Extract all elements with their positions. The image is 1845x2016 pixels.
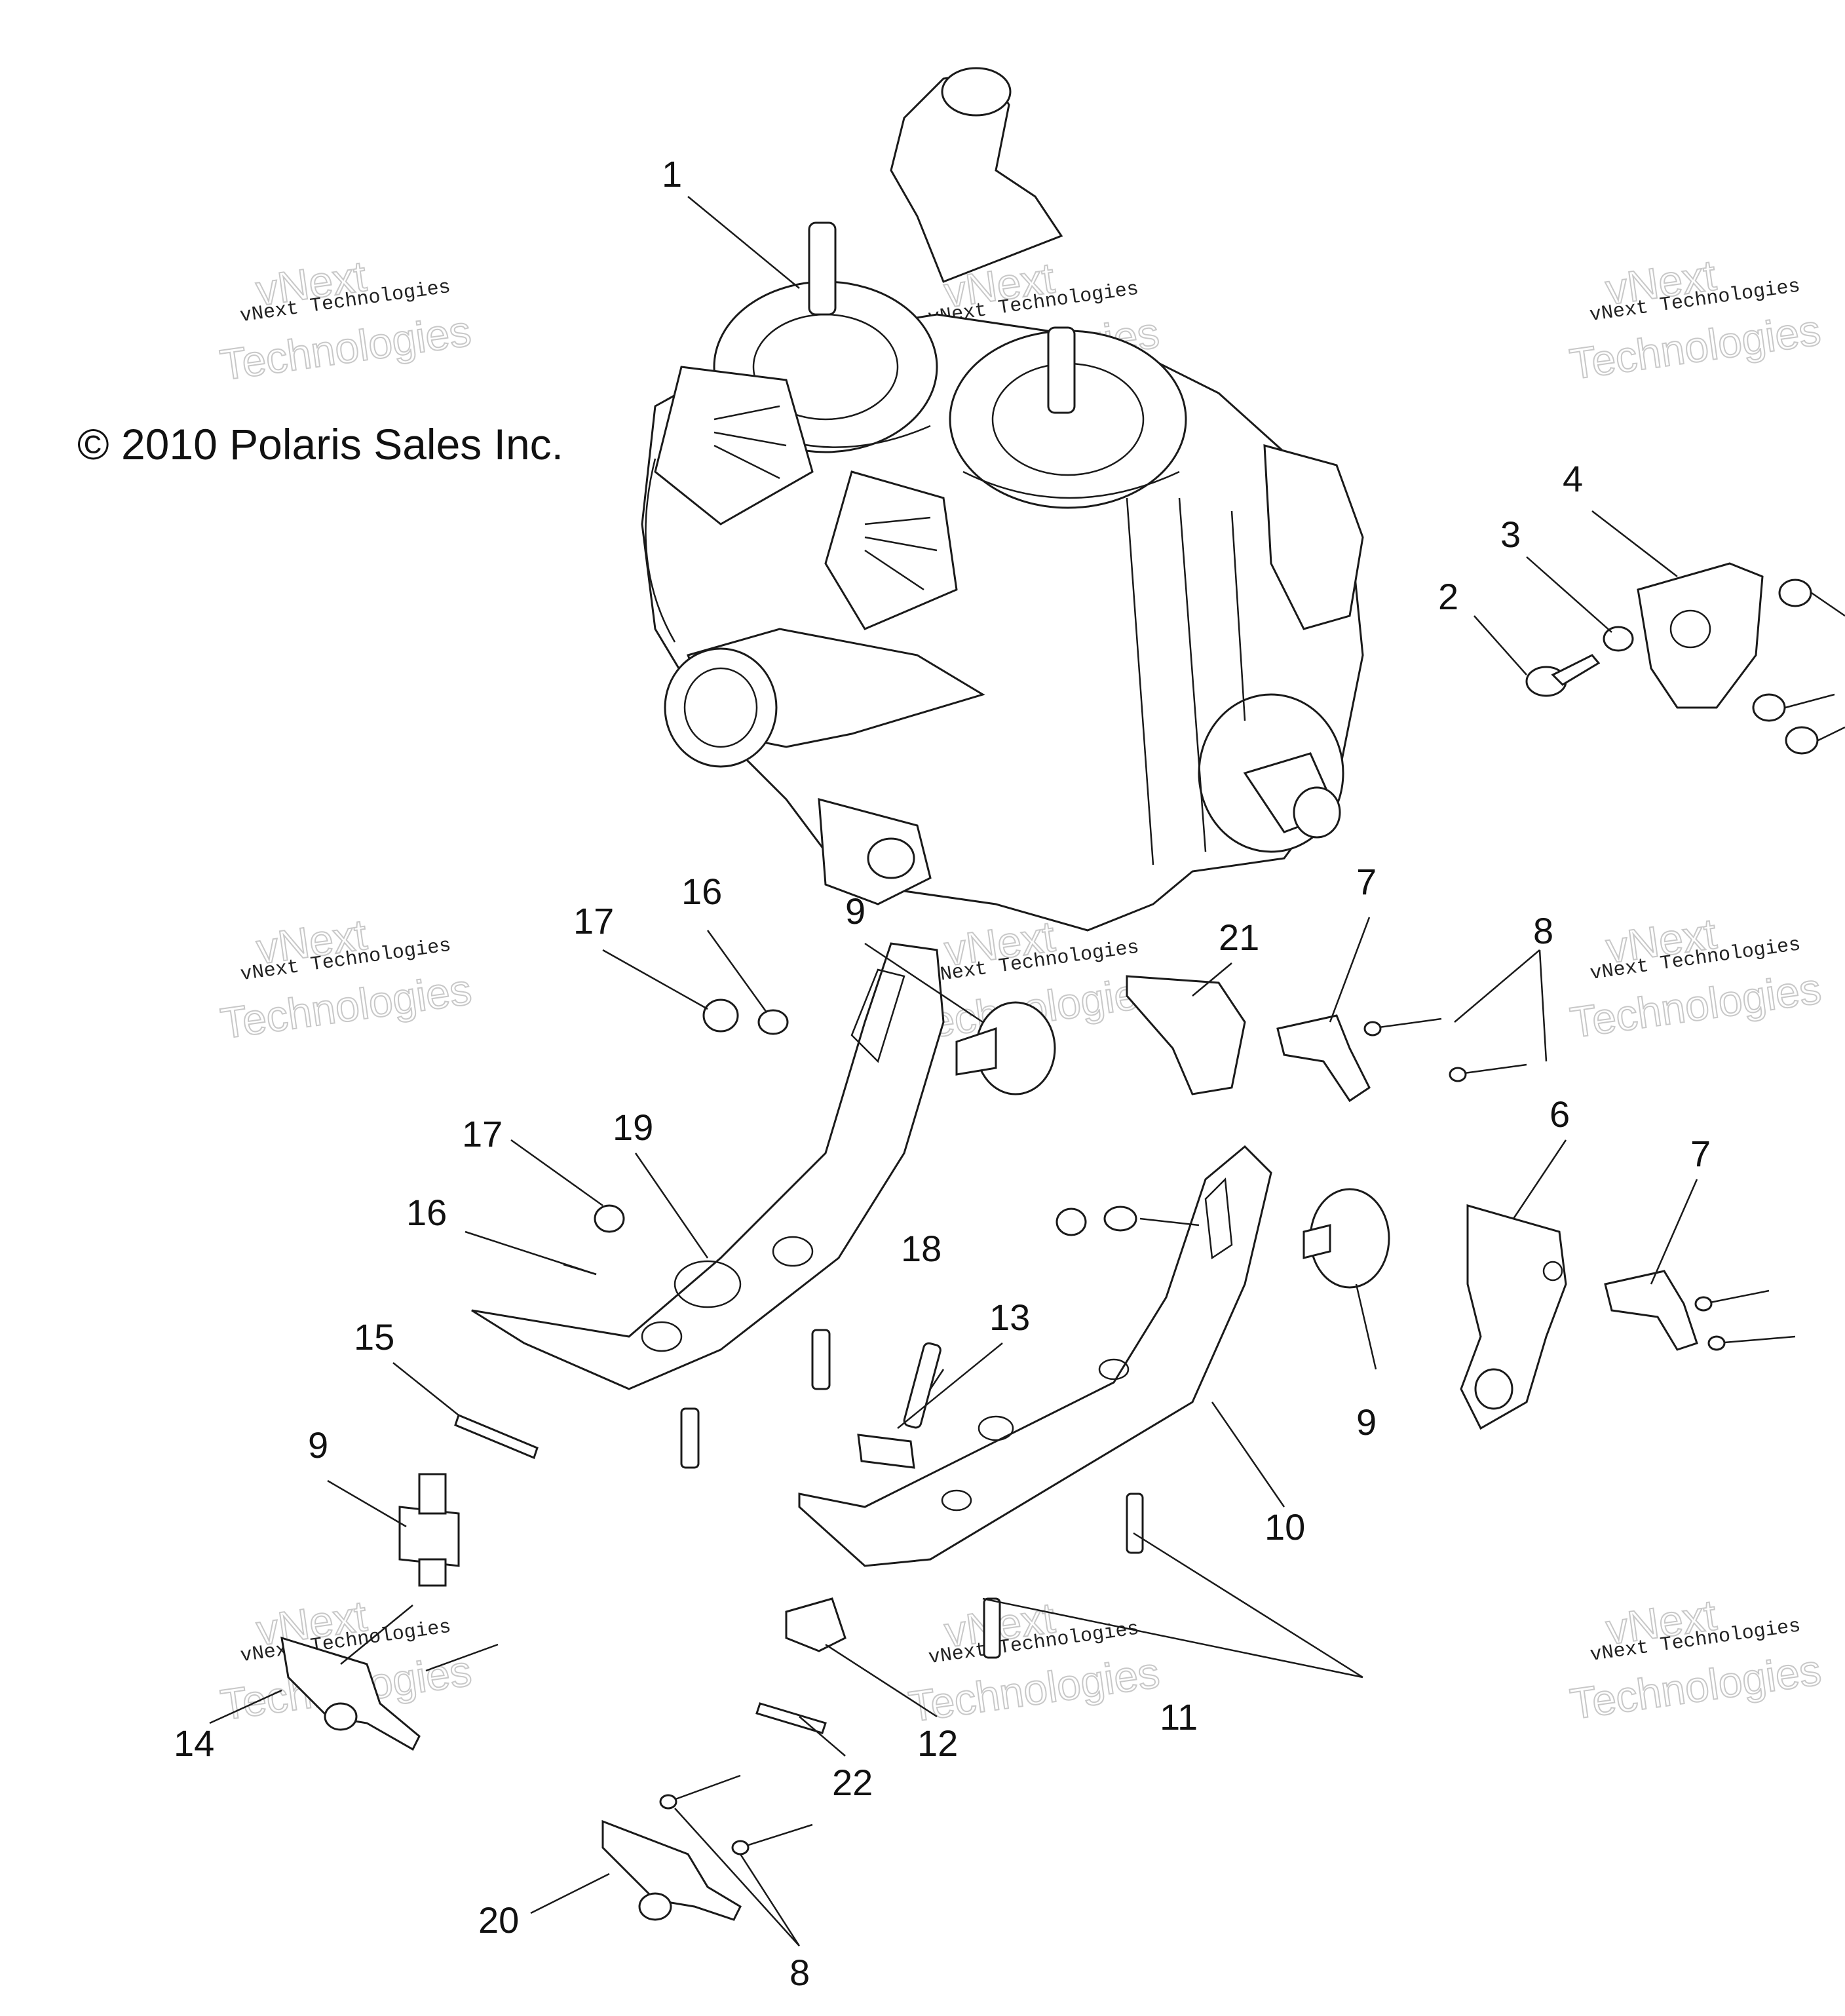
part-10-cradle	[798, 1145, 1272, 1567]
callout-8-upper: 8	[1533, 910, 1553, 951]
part-4-bracket	[1637, 562, 1845, 755]
callout-16-lower: 16	[406, 1192, 447, 1233]
part-13-spacer	[857, 1434, 915, 1469]
part-19-cradle	[471, 942, 945, 1390]
callout-8-lower: 8	[789, 1952, 810, 1993]
part-9-mount-right	[1303, 1188, 1390, 1289]
part-15-shim	[454, 1413, 539, 1460]
callout-labels: 1 2 3 4 6 7 7 8 8 9 9 9 10 11 12 13 14 1…	[174, 153, 1711, 1993]
part-6-bracket	[1460, 1204, 1567, 1430]
part-9-mount-upper	[955, 1001, 1056, 1095]
engine-assembly	[641, 67, 1364, 932]
watermark-mid-right: vNext Technologies vNext Technologies	[1567, 908, 1825, 1047]
part-21-plate	[1126, 975, 1246, 1095]
watermark-bottom-right: vNext Technologies vNext Technologies	[1567, 1589, 1825, 1728]
leader-lines	[209, 196, 1698, 1947]
callout-3: 3	[1500, 514, 1521, 555]
callout-22: 22	[832, 1762, 873, 1803]
callout-10: 10	[1265, 1506, 1305, 1548]
cradle-bolts	[680, 1329, 831, 1469]
callout-19: 19	[613, 1107, 653, 1148]
part-7-bracket-right	[1604, 1270, 1796, 1351]
callout-12: 12	[917, 1722, 958, 1764]
callout-18: 18	[901, 1228, 942, 1269]
part-14-bracket	[280, 1605, 499, 1751]
watermark-top-left: vNext Technologies vNext Technologies	[216, 251, 474, 390]
part-7-bracket-upper	[1276, 1014, 1371, 1103]
callout-9-left: 9	[308, 1424, 328, 1466]
callout-16-upper: 16	[681, 871, 722, 912]
part-nut-washer-right	[1056, 1206, 1200, 1236]
callout-6: 6	[1550, 1094, 1570, 1135]
callout-20: 20	[478, 1899, 519, 1941]
part-18-pin	[903, 1342, 942, 1429]
callout-1: 1	[662, 153, 682, 195]
part-22-shim	[755, 1702, 827, 1734]
callout-7-upper: 7	[1356, 861, 1377, 902]
callout-17-upper: 17	[573, 900, 614, 941]
part-17-nut-upper	[702, 998, 739, 1033]
part-12-bushing	[785, 1597, 846, 1652]
part-2-bolt	[1525, 654, 1601, 697]
callout-17-lower: 17	[462, 1113, 503, 1154]
callout-7-right: 7	[1690, 1133, 1711, 1174]
callout-11: 11	[1160, 1696, 1198, 1738]
part-20-bracket	[601, 1819, 742, 1921]
part-16-washer-upper	[757, 1009, 789, 1035]
callout-21: 21	[1219, 917, 1259, 958]
callout-4: 4	[1563, 458, 1583, 499]
callout-13: 13	[989, 1297, 1030, 1338]
callout-14: 14	[174, 1722, 214, 1764]
part-11-bolts	[983, 1493, 1144, 1659]
part-17-nut-lower	[594, 1204, 625, 1233]
watermark-bottom-center: vNext Technologies vNext Technologies	[905, 1592, 1163, 1731]
callout-15: 15	[354, 1316, 394, 1358]
watermark-top-right: vNext Technologies vNext Technologies	[1566, 250, 1824, 389]
callout-2: 2	[1438, 576, 1458, 617]
part-3-nut	[1603, 626, 1634, 652]
callout-9-right: 9	[1356, 1401, 1377, 1443]
part-8-rivets-lower	[659, 1774, 813, 1855]
copyright-notice: © 2010 Polaris Sales Inc.	[77, 420, 564, 468]
part-9-mount-lower-left	[398, 1473, 460, 1587]
watermark-mid-left: vNext Technologies vNext Technologies	[217, 909, 475, 1048]
part-8-rivets-upper	[1363, 1018, 1527, 1082]
callout-9-upper: 9	[845, 890, 865, 932]
